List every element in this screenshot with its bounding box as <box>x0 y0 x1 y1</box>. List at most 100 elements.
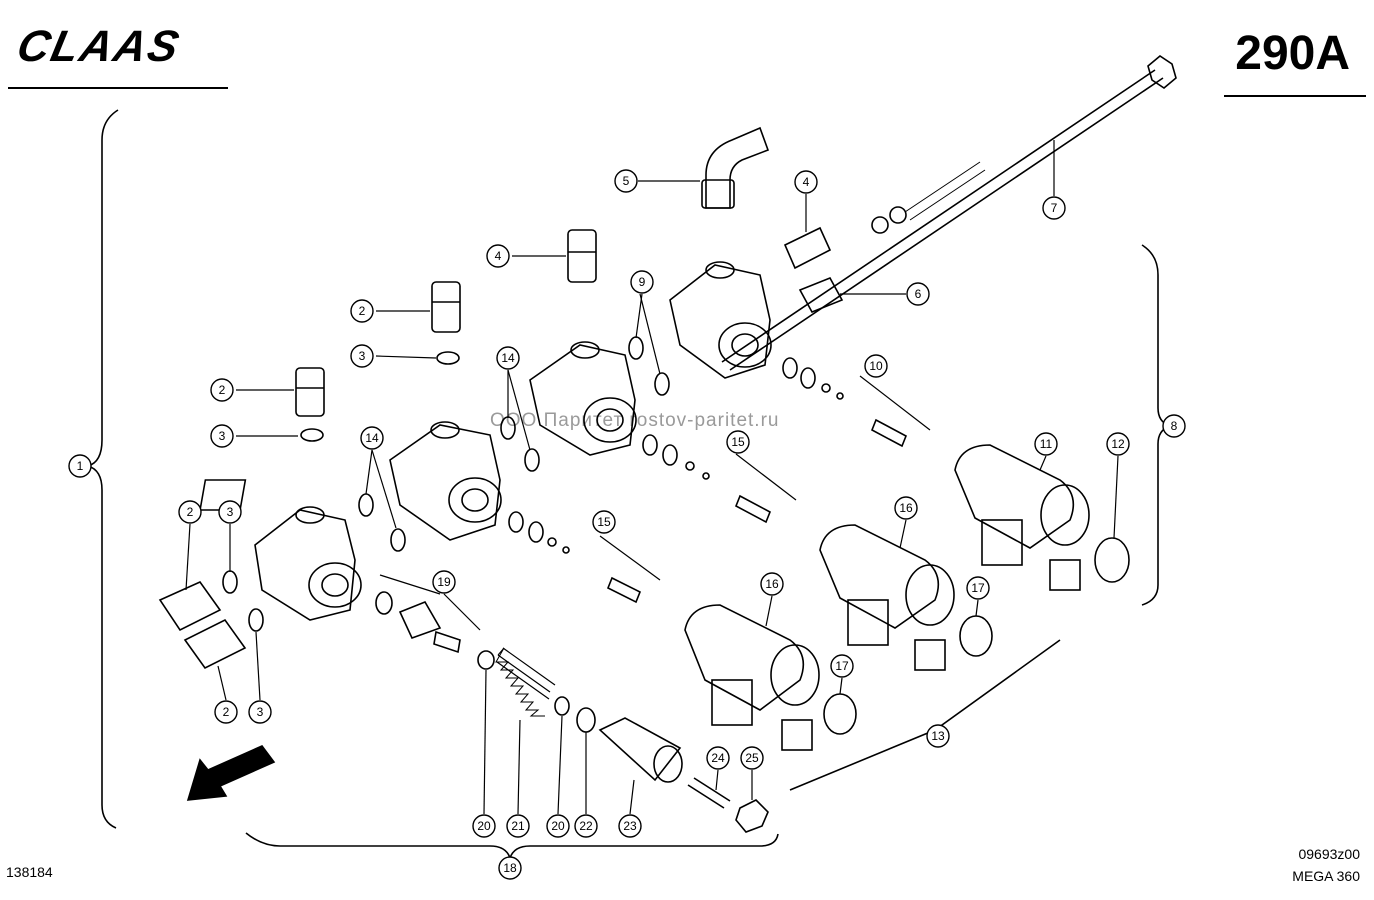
ring-12 <box>1094 537 1130 583</box>
valve-19 <box>375 591 461 654</box>
callout-label: 3 <box>219 429 226 443</box>
callout-15 <box>592 510 616 534</box>
callout-label: 20 <box>477 819 491 833</box>
callout-2 <box>210 378 234 402</box>
callout-2 <box>350 299 374 323</box>
callout-label: 8 <box>1171 419 1178 433</box>
callout-label: 23 <box>623 819 637 833</box>
callout-label: 4 <box>803 175 810 189</box>
tie-bolt <box>721 69 1156 363</box>
spring-21 <box>496 647 556 700</box>
callout-23 <box>618 814 642 838</box>
callout-21 <box>506 814 530 838</box>
valve-block-3 <box>529 341 637 456</box>
callout-3 <box>210 424 234 448</box>
callout-label: 14 <box>365 431 379 445</box>
callout-label: 20 <box>551 819 565 833</box>
callout-label: 15 <box>597 515 611 529</box>
valve-block-2 <box>389 421 502 541</box>
callout-label: 13 <box>931 729 945 743</box>
tie-bolt-edge <box>729 77 1164 371</box>
bolt-head-icon <box>1147 55 1177 89</box>
callout-label: 2 <box>219 383 226 397</box>
callout-16 <box>894 496 918 520</box>
callout-3 <box>218 500 242 524</box>
callout-label: 3 <box>359 349 366 363</box>
callout-label: 5 <box>623 174 630 188</box>
callout-14 <box>360 426 384 450</box>
callout-20 <box>472 814 496 838</box>
callout-label: 18 <box>503 861 517 875</box>
callout-17 <box>966 576 990 600</box>
callout-label: 17 <box>835 659 849 673</box>
callout-10 <box>864 354 888 378</box>
cartridge-15-upper <box>642 434 772 524</box>
direction-arrow-icon <box>186 745 276 801</box>
valve-block-4 <box>669 261 772 379</box>
callout-6 <box>906 282 930 306</box>
callout-3 <box>350 344 374 368</box>
fitting-2-lower-b <box>183 618 247 670</box>
cartridge-10 <box>782 357 908 448</box>
callout-label: 10 <box>869 359 883 373</box>
callout-14 <box>496 346 520 370</box>
callout-5 <box>614 169 638 193</box>
callout-label: 3 <box>257 705 264 719</box>
callout-7 <box>1042 196 1066 220</box>
callout-label: 2 <box>187 505 194 519</box>
watermark: ООО Паритет rostov-paritet.ru <box>490 410 780 431</box>
leader-lines <box>185 140 1119 815</box>
callout-label: 14 <box>501 351 515 365</box>
model-name: MEGA 360 <box>1292 868 1360 884</box>
ring-20 <box>554 696 570 716</box>
washer <box>889 206 907 224</box>
elbow-fitting-5 <box>701 126 770 209</box>
callout-16 <box>760 572 784 596</box>
callout-label: 22 <box>579 819 593 833</box>
callout-label: 24 <box>711 751 725 765</box>
callout-label: 9 <box>639 275 646 289</box>
o-ring-9 <box>654 372 670 396</box>
solenoid-16-upper <box>819 524 955 671</box>
cartridge-15-lower <box>508 511 642 604</box>
washer <box>871 216 889 234</box>
callout-label: 6 <box>915 287 922 301</box>
valve-block-1 <box>199 479 362 621</box>
stud-24 <box>687 777 731 809</box>
callout-11 <box>1034 432 1058 456</box>
o-ring-3 <box>248 608 264 632</box>
o-ring-3 <box>300 428 324 442</box>
callout-label: 21 <box>511 819 525 833</box>
callout-label: 2 <box>359 304 366 318</box>
callout-label: 1 <box>77 459 84 473</box>
callout-4 <box>794 170 818 194</box>
callout-label: 19 <box>437 575 451 589</box>
bolt-thread <box>904 161 986 221</box>
callout-18 <box>498 856 522 880</box>
doc-number: 138184 <box>6 864 53 880</box>
nut-25 <box>735 799 769 833</box>
fitting-4-side <box>783 226 832 270</box>
fitting-2-upper-mid <box>431 281 461 333</box>
solenoid-11 <box>954 444 1090 591</box>
callout-17 <box>830 654 854 678</box>
callout-8 <box>1162 414 1186 438</box>
callout-20 <box>546 814 570 838</box>
callout-label: 25 <box>745 751 759 765</box>
callout-3 <box>248 700 272 724</box>
callout-24 <box>706 746 730 770</box>
ring-20 <box>477 650 495 670</box>
drawing-number: 09693z00 <box>1298 846 1360 862</box>
page-code: 290A <box>1235 27 1350 80</box>
callout-9 <box>630 270 654 294</box>
callout-15 <box>726 430 750 454</box>
callout-12 <box>1106 432 1130 456</box>
callout-label: 4 <box>495 249 502 263</box>
plug-6 <box>798 276 844 314</box>
sleeve-23 <box>598 717 683 783</box>
callout-label: 7 <box>1051 201 1058 215</box>
callout-2 <box>214 700 238 724</box>
